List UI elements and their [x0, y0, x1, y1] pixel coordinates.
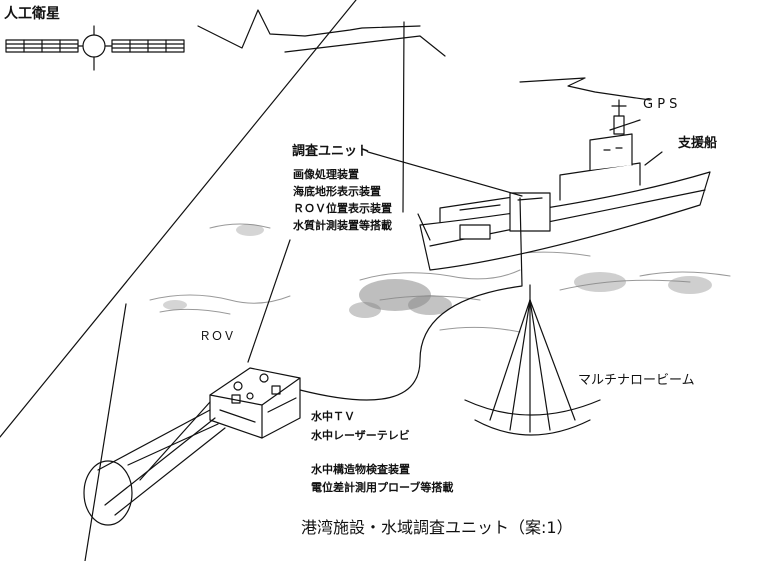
gps-label: G P S — [643, 97, 678, 112]
rov-item-1: 水中ＴＶ — [311, 410, 355, 423]
wave-texture — [163, 224, 712, 318]
coverage-line-left — [0, 0, 357, 438]
coverage-line-right — [402, 21, 405, 213]
support-ship-icon — [417, 99, 711, 271]
satellite-label: 人工衛星 — [4, 6, 60, 22]
satellite-signal-icon — [197, 9, 421, 49]
rov-icon — [209, 367, 301, 439]
structure-target-icon — [83, 460, 133, 526]
rov-item-3: 水中構造物検査装置 — [311, 463, 410, 476]
unit-item-1: 画像処理装置 — [293, 168, 359, 181]
coverage-line-lower — [84, 303, 127, 561]
rov-label: ＲＯＶ — [199, 329, 236, 343]
unit-item-3: ＲＯＶ位置表示装置 — [293, 202, 392, 215]
unit-item-4: 水質計測装置等搭載 — [293, 219, 392, 232]
satellite-icon — [5, 25, 185, 71]
rov-cable — [299, 197, 523, 401]
rov-item-2: 水中レーザーテレビ — [311, 429, 410, 442]
rov-item-4: 電位差計測用プローブ等搭載 — [311, 481, 454, 494]
support-ship-label: 支援船 — [678, 136, 718, 151]
multibeam-icon — [464, 284, 601, 436]
multibeam-label: マルチナロービーム — [578, 373, 695, 388]
gps-signal-icon — [519, 77, 651, 101]
unit-item-2: 海底地形表示装置 — [293, 185, 381, 198]
diagram-caption: 港湾施設・水域調査ユニット（案:1） — [301, 518, 573, 537]
survey-unit-label: 調査ユニット — [292, 144, 371, 159]
